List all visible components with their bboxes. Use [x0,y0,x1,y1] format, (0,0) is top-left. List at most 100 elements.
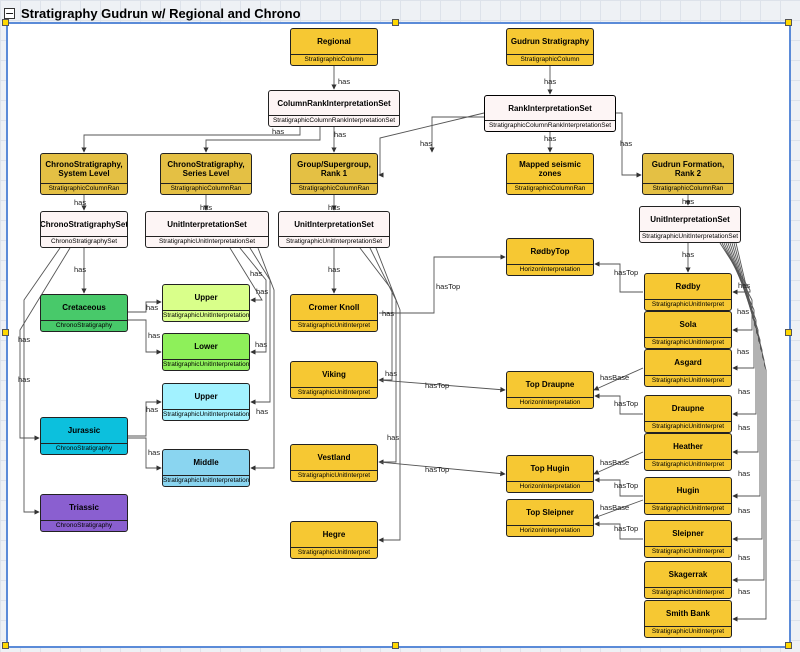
node-name: Hugin [676,486,700,495]
node-type: StratigraphicUnitInterpretationSet [640,231,740,240]
node-name: Smith Bank [665,609,710,618]
edge-label-has: has [738,553,750,562]
edge-label-hasBase: hasBase [600,458,629,467]
relation-edge[interactable] [593,451,644,475]
node-name: Gudrun Stratigraphy [510,37,590,46]
resize-handle[interactable] [2,329,9,336]
relation-edge[interactable] [128,437,162,471]
relation-edge[interactable] [594,393,643,415]
relation-edge[interactable] [732,242,765,583]
edge-label-hasTop: hasTop [614,481,638,490]
relation-edge[interactable] [128,299,162,313]
resize-handle[interactable] [785,642,792,649]
relation-edge[interactable] [729,242,761,499]
relation-edge[interactable] [616,112,642,178]
resize-handle[interactable] [2,642,9,649]
relation-edge[interactable] [81,127,301,153]
node-type: StratigraphicUnitInterpret [645,337,731,348]
relation-edge[interactable] [593,367,644,391]
relation-edge[interactable] [594,521,643,540]
edge-label-hasBase: hasBase [600,503,629,512]
relation-edge[interactable] [594,261,643,293]
edge-label-has: has [255,340,267,349]
resize-handle[interactable] [392,642,399,649]
relation-edge[interactable] [378,461,506,477]
relation-edge[interactable] [229,247,263,303]
edge-label-has: has [74,265,86,274]
resize-handle[interactable] [785,329,792,336]
node-type: StratigraphicUnitInterpret [645,503,731,514]
edge-label-has: has [272,127,284,136]
relation-edge[interactable] [379,254,506,314]
node-name: Rødby [675,282,701,291]
relation-edge[interactable] [429,116,484,153]
relation-edge[interactable] [203,127,321,153]
node-name: ChronoStratigraphy, Series Level [167,159,245,178]
resize-handle[interactable] [392,19,399,26]
edge-label-hasTop: hasTop [614,524,638,533]
relation-edge[interactable] [375,247,401,543]
node-name: Group/Supergroup, Rank 1 [297,159,371,178]
relation-edge[interactable] [594,477,643,497]
node-name: Top Hugin [530,464,570,473]
relation-edge[interactable] [378,112,485,178]
relation-edge[interactable] [128,399,162,437]
relation-edge[interactable] [23,247,61,515]
collapse-toggle-icon[interactable]: − [4,6,15,20]
relation-edge[interactable] [359,247,393,383]
node-type: ChronoStratigraphy [41,320,127,331]
relation-edge[interactable] [239,247,267,355]
relation-edge[interactable] [249,247,271,405]
resize-handle[interactable] [2,19,9,26]
relation-edge[interactable] [732,242,767,622]
edge-label-has: has [18,375,30,384]
relation-edge[interactable] [731,242,763,542]
node-name: Lower [194,342,218,351]
relation-edge[interactable] [593,499,644,519]
resize-handle[interactable] [785,19,792,26]
node-name: Hegre [322,530,346,539]
relation-edge[interactable] [378,379,506,393]
node-name: Mapped seismic zones [519,159,581,178]
relation-edge[interactable] [128,319,162,355]
relation-edge[interactable] [19,247,71,441]
relation-edge[interactable] [250,247,275,471]
